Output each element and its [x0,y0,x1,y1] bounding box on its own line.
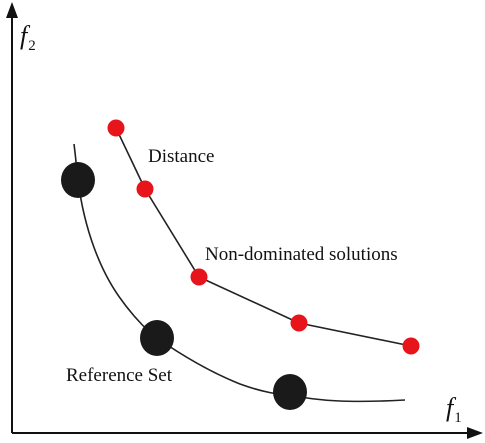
reference-set-label: Reference Set [66,365,173,386]
reference-points [61,162,307,410]
reference-point [140,320,174,356]
non-dominated-point [402,337,420,355]
non-dominated-point [290,314,308,332]
reference-point [61,162,95,198]
reference-set-curve [73,143,406,403]
f1-axis-label: f1 [446,393,462,426]
non-dominated-points [107,119,420,355]
non-dominated-point [190,268,208,286]
f2-axis-label: f2 [20,21,36,54]
reference-point [273,374,307,410]
axes [6,2,483,439]
y-axis-arrow-icon [6,2,18,18]
distance-label: Distance [148,146,214,167]
x-axis-arrow-icon [467,427,483,439]
non-dominated-label: Non-dominated solutions [205,244,398,265]
non-dominated-point [107,119,125,137]
non-dominated-point [136,180,154,198]
